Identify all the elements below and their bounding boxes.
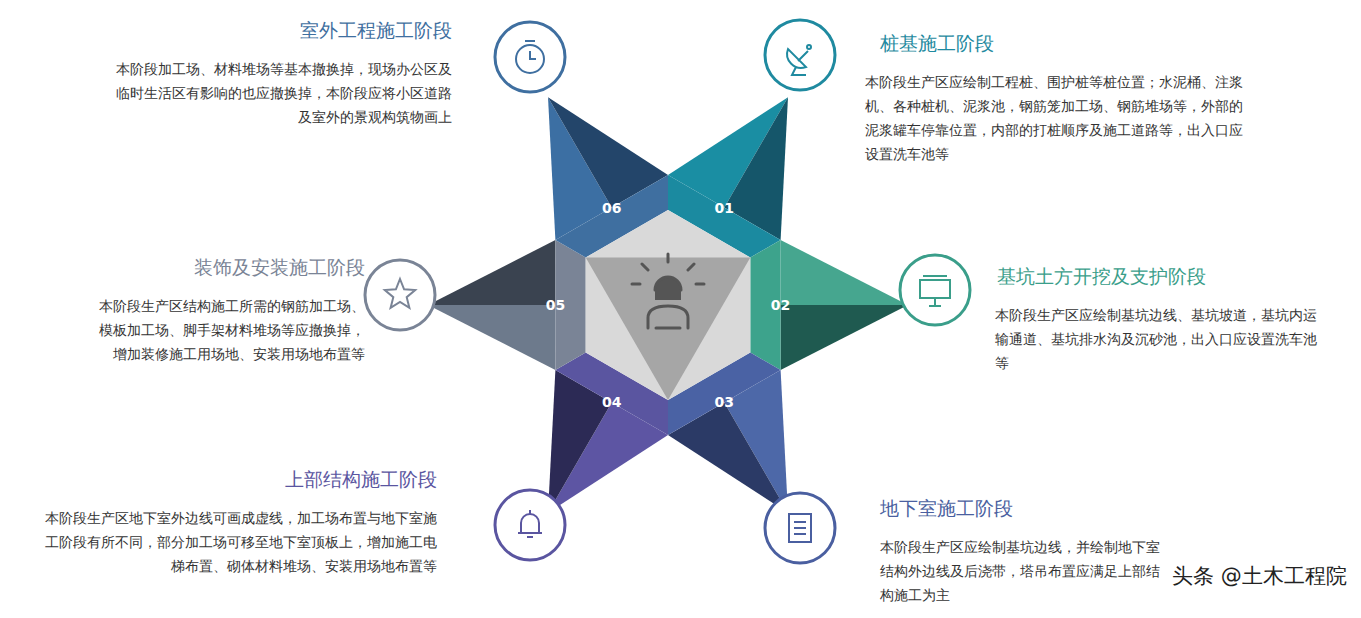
stage-description: 本阶段加工场、材料堆场等基本撤换掉，现场办公区及临时生活区有影响的也应撤换掉，本… xyxy=(110,57,452,129)
stage-heading: 室外工程施工阶段 xyxy=(110,17,452,43)
stage-description: 本阶段生产区应绘制基坑边线、基坑坡道，基坑内运输通道、基坑排水沟及沉砂池，出入口… xyxy=(995,303,1325,375)
stage-heading: 上部结构施工阶段 xyxy=(45,466,437,492)
stage-block: 桩基施工阶段本阶段生产区应绘制工程桩、围护桩等桩位置；水泥桶、注浆机、各种桩机、… xyxy=(865,30,1245,166)
watermark: 头条 @土木工程院 xyxy=(1172,562,1347,590)
stage-block: 基坑土方开挖及支护阶段本阶段生产区应绘制基坑边线、基坑坡道，基坑内运输通道、基坑… xyxy=(995,263,1325,375)
stage-circle xyxy=(495,22,565,92)
star-facet xyxy=(781,240,908,305)
callout-number: 06 xyxy=(602,200,621,216)
callout-number: 03 xyxy=(715,394,734,410)
star-facet xyxy=(428,305,555,370)
stage-description: 本阶段生产区地下室外边线可画成虚线，加工场布置与地下室施工阶段有所不同，部分加工… xyxy=(45,506,437,578)
stage-description: 本阶段生产区应绘制工程桩、围护桩等桩位置；水泥桶、注浆机、各种桩机、泥浆池，钢筋… xyxy=(865,70,1245,166)
stage-icon xyxy=(385,279,415,308)
stage-icon xyxy=(787,45,811,75)
stage-icon xyxy=(920,276,950,306)
center-hexagon xyxy=(586,210,751,400)
stage-circle xyxy=(765,493,835,563)
stage-circle xyxy=(495,490,565,560)
callout-number: 05 xyxy=(546,297,565,313)
stage-circle xyxy=(900,255,970,325)
stage-heading: 基坑土方开挖及支护阶段 xyxy=(995,263,1325,289)
stage-heading: 地下室施工阶段 xyxy=(880,495,1165,521)
callout-number: 02 xyxy=(771,297,790,313)
stage-heading: 桩基施工阶段 xyxy=(865,30,1245,56)
stage-block: 装饰及安装施工阶段本阶段生产区结构施工所需的钢筋加工场、模板加工场、脚手架材料堆… xyxy=(95,254,365,366)
stage-block: 上部结构施工阶段本阶段生产区地下室外边线可画成虚线，加工场布置与地下室施工阶段有… xyxy=(45,466,437,578)
stage-description: 本阶段生产区结构施工所需的钢筋加工场、模板加工场、脚手架材料堆场等应撤换掉，增加… xyxy=(95,294,365,366)
stage-circle xyxy=(765,20,835,90)
stage-heading: 装饰及安装施工阶段 xyxy=(95,254,365,280)
stage-description: 本阶段生产区应绘制基坑边线，并绘制地下室结构外边线及后浇带，塔吊布置应满足上部结… xyxy=(880,535,1165,607)
stage-icon xyxy=(789,514,811,542)
callout-number: 04 xyxy=(602,394,621,410)
stage-icon xyxy=(518,510,542,537)
stage-block: 地下室施工阶段本阶段生产区应绘制基坑边线，并绘制地下室结构外边线及后浇带，塔吊布… xyxy=(880,495,1165,607)
stage-circle xyxy=(365,260,435,330)
stage-icon xyxy=(516,41,544,73)
center-icon xyxy=(632,254,704,328)
callout-number: 01 xyxy=(715,200,734,216)
star-facet xyxy=(428,240,555,305)
center-triangle xyxy=(586,258,751,401)
star-facet xyxy=(781,305,908,370)
stage-block: 室外工程施工阶段本阶段加工场、材料堆场等基本撤换掉，现场办公区及临时生活区有影响… xyxy=(110,17,452,129)
